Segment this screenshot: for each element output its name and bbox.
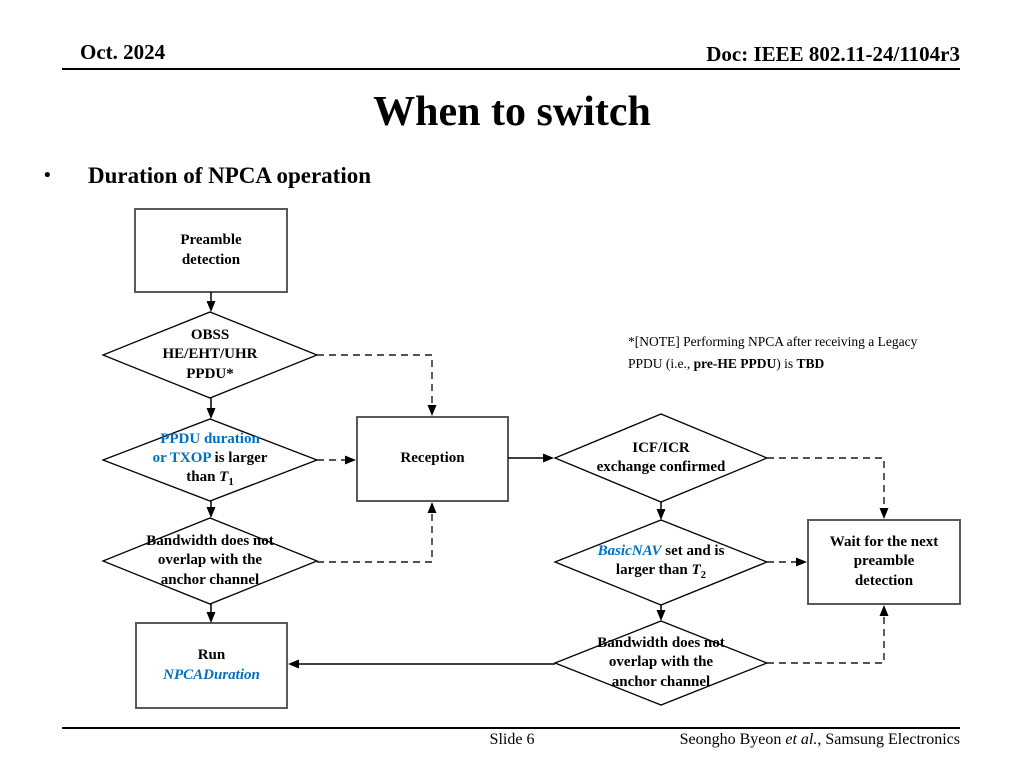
dashed-bandwidth-to-reception <box>317 502 437 563</box>
footnote-bold-1: pre-HE PPDU <box>693 355 777 371</box>
footnote-text-2: ) is <box>776 355 797 371</box>
run-label-line1: Run <box>197 647 226 664</box>
bandwidth-right-diamond <box>553 620 769 706</box>
icf-icr-label: ICF/ICR exchange confirmed <box>596 439 726 475</box>
ppdu-duration-black-3: than <box>186 469 220 486</box>
ppdu-duration-sub: 1 <box>228 476 234 489</box>
page-title: When to switch <box>373 89 651 135</box>
footer-divider <box>62 727 960 729</box>
basicnav-black-1: set and is <box>661 543 725 559</box>
dashed-bandwidth-to-wait <box>767 605 889 664</box>
basicnav-sub: 2 <box>700 569 707 582</box>
ppdu-duration-blue-1: PPDU duration <box>160 430 260 447</box>
footer-author-name: Seongho Byeon <box>679 731 786 748</box>
bandwidth-left-diamond <box>101 517 319 605</box>
run-npcaduration-box <box>135 622 288 709</box>
wait-preamble-label: Wait for the next preamble detection <box>829 534 939 589</box>
footer-author: Seongho Byeon et al., Samsung Electronic… <box>680 731 960 749</box>
footnote-bold-2: TBD <box>796 355 825 371</box>
basicnav-black-2: larger than <box>615 562 692 579</box>
reception-box <box>356 416 509 502</box>
bullet-text: Duration of NPCA operation <box>88 163 372 188</box>
preamble-detection-label: Preamble detection <box>180 232 242 268</box>
basicnav-var: T <box>691 562 701 579</box>
ppdu-duration-diamond <box>101 418 319 502</box>
footer-author-org: , Samsung Electronics <box>817 731 960 748</box>
ppdu-duration-blue-2: or TXOP <box>152 450 211 467</box>
bullet-item: • Duration of NPCA operation <box>44 163 371 189</box>
bandwidth-right-label: Bandwidth does not overlap with the anch… <box>597 635 725 690</box>
header-doc-number: Doc: IEEE 802.11-24/1104r3 <box>706 42 960 66</box>
run-npcaduration-label: Run NPCADuration <box>136 623 287 708</box>
obss-ppdu-diamond <box>101 311 319 399</box>
footnote-text-1: *[NOTE] Performing NPCA after receiving … <box>628 334 918 371</box>
header-divider <box>62 68 960 70</box>
ppdu-duration-label: PPDU duration or TXOP is larger than T1 <box>110 419 310 501</box>
basicnav-blue: BasicNAV <box>597 543 662 559</box>
ppdu-duration-var: T <box>219 469 229 486</box>
dashed-icf-to-wait <box>767 457 889 519</box>
footnote: *[NOTE] Performing NPCA after receiving … <box>628 331 946 374</box>
ppdu-duration-black-2: is larger <box>210 450 268 467</box>
basicnav-label: BasicNAV set and is larger than T2 <box>555 520 767 605</box>
preamble-detection-box <box>134 208 288 293</box>
bandwidth-left-label: Bandwidth does not overlap with the anch… <box>146 533 274 588</box>
obss-ppdu-label: OBSS HE/EHT/UHR PPDU* <box>162 327 258 382</box>
run-label-line2: NPCADuration <box>163 666 260 683</box>
footer-author-etal: et al. <box>785 731 818 748</box>
bullet-marker: • <box>44 165 51 186</box>
wait-preamble-box <box>807 519 961 605</box>
slide-number: Slide 6 <box>489 731 535 748</box>
header-date: Oct. 2024 <box>80 40 166 64</box>
dashed-obss-to-reception <box>317 354 437 416</box>
reception-label: Reception <box>400 450 465 467</box>
